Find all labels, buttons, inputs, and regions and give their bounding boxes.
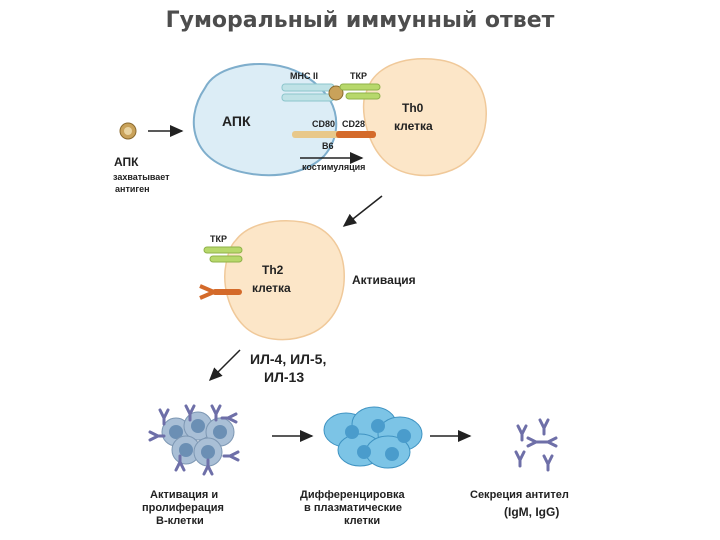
th2-label-line2: клетка: [252, 281, 291, 295]
mhc2-label: MHC II: [290, 71, 318, 81]
diff-caption-line3: клетки: [344, 515, 380, 527]
tcr-top-label: ТКР: [350, 71, 367, 81]
secretion-caption-line1: Секреция антител: [470, 489, 569, 501]
plasma-cell-cluster: [323, 406, 423, 469]
apc-label: АПК: [222, 113, 251, 129]
b86-label: B6: [322, 141, 334, 151]
cd28-molecule: [336, 131, 376, 138]
cd80-molecule: [292, 131, 342, 138]
apc-caption-line3: антиген: [115, 184, 150, 194]
bcell-caption-line2: пролиферация: [142, 502, 224, 514]
il-label-line2: ИЛ-13: [264, 369, 304, 385]
cd28-label: CD28: [342, 119, 365, 129]
tcr-receptor-mid: [203, 246, 243, 263]
il-label-line1: ИЛ-4, ИЛ-5,: [250, 351, 326, 367]
diff-caption-line1: Дифференцировка: [300, 489, 406, 501]
th2-label-line1: Th2: [262, 263, 284, 277]
diff-caption-line2: в плазматические: [304, 502, 402, 514]
arrow-to-bcell: [208, 349, 241, 382]
bcell-caption-line3: В-клетки: [156, 515, 204, 527]
costim-label: костимуляция: [302, 162, 365, 172]
arrow-to-th2: [342, 195, 383, 227]
bcell-caption-line1: Активация и: [150, 489, 218, 501]
th0-cell: [362, 58, 487, 177]
cd80-label: CD80: [312, 119, 335, 129]
secretion-caption-line2: (IgM, IgG): [504, 505, 559, 519]
bcell-cluster: [148, 404, 240, 476]
apc-cell: [192, 63, 338, 177]
tcr-receptor-top: [339, 83, 381, 100]
activation-label: Активация: [352, 273, 416, 287]
th0-label-line2: клетка: [394, 119, 433, 133]
tcr-mid-label: ТКР: [210, 234, 227, 244]
page-title: Гуморальный иммунный ответ: [165, 8, 555, 33]
antibody-icons: [514, 418, 558, 472]
mhc2-receptor: [281, 83, 335, 102]
antigen-icon: [119, 122, 137, 140]
apc-caption-line1: АПК: [114, 155, 139, 169]
th0-label-line1: Th0: [402, 101, 424, 115]
antigen-peptide: [328, 85, 344, 101]
apc-caption-line2: захватывает: [113, 172, 170, 182]
th2-cell: [224, 220, 345, 341]
cd28-receptor-mid: [199, 284, 242, 300]
